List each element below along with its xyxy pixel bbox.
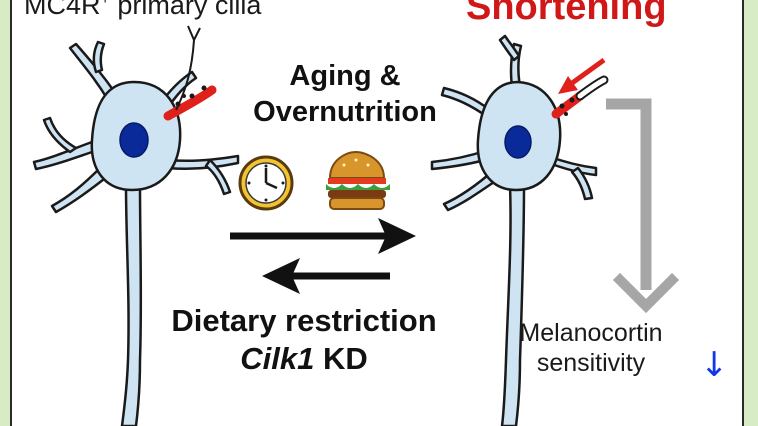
frame-left-border <box>0 0 10 426</box>
aging-line: Aging & <box>289 60 401 92</box>
right-cilium <box>551 75 609 119</box>
left-nucleus <box>119 122 149 158</box>
decrease-arrow-icon: ↓ <box>700 345 729 385</box>
shortening-label: Shortening <box>466 0 667 28</box>
sensitivity-line: sensitivity <box>536 349 646 377</box>
burger-icon <box>326 150 390 210</box>
left-cilium <box>163 25 217 121</box>
frame-left-line <box>10 0 12 426</box>
melanocortin-sensitivity-label: Melanocortin sensitivity <box>496 318 686 378</box>
clock-icon <box>238 155 294 211</box>
overnutrition-line: Overnutrition <box>253 96 437 128</box>
primary-cilia-label: MC4R+ primary cilia <box>24 0 262 20</box>
dietary-restriction-line: Dietary restriction <box>171 303 437 338</box>
melanocortin-line: Melanocortin <box>519 319 663 347</box>
cilk1-gene: Cilk1 <box>240 341 315 376</box>
frame-right-border <box>744 0 758 426</box>
frame-right-line <box>742 0 744 426</box>
forward-arrow-icon <box>230 218 416 254</box>
left-neuron <box>32 40 240 426</box>
right-nucleus <box>504 125 532 159</box>
pointer-arrow-icon <box>558 57 606 94</box>
cilk1-kd-line: Cilk1 KD <box>144 340 464 378</box>
dietary-restriction-label: Dietary restriction Cilk1 KD <box>144 302 464 378</box>
aging-overnutrition-label: Aging & Overnutrition <box>232 58 458 130</box>
inhibition-arrow-icon <box>606 98 680 314</box>
reverse-arrow-icon <box>262 258 390 294</box>
kd-text: KD <box>314 341 368 376</box>
